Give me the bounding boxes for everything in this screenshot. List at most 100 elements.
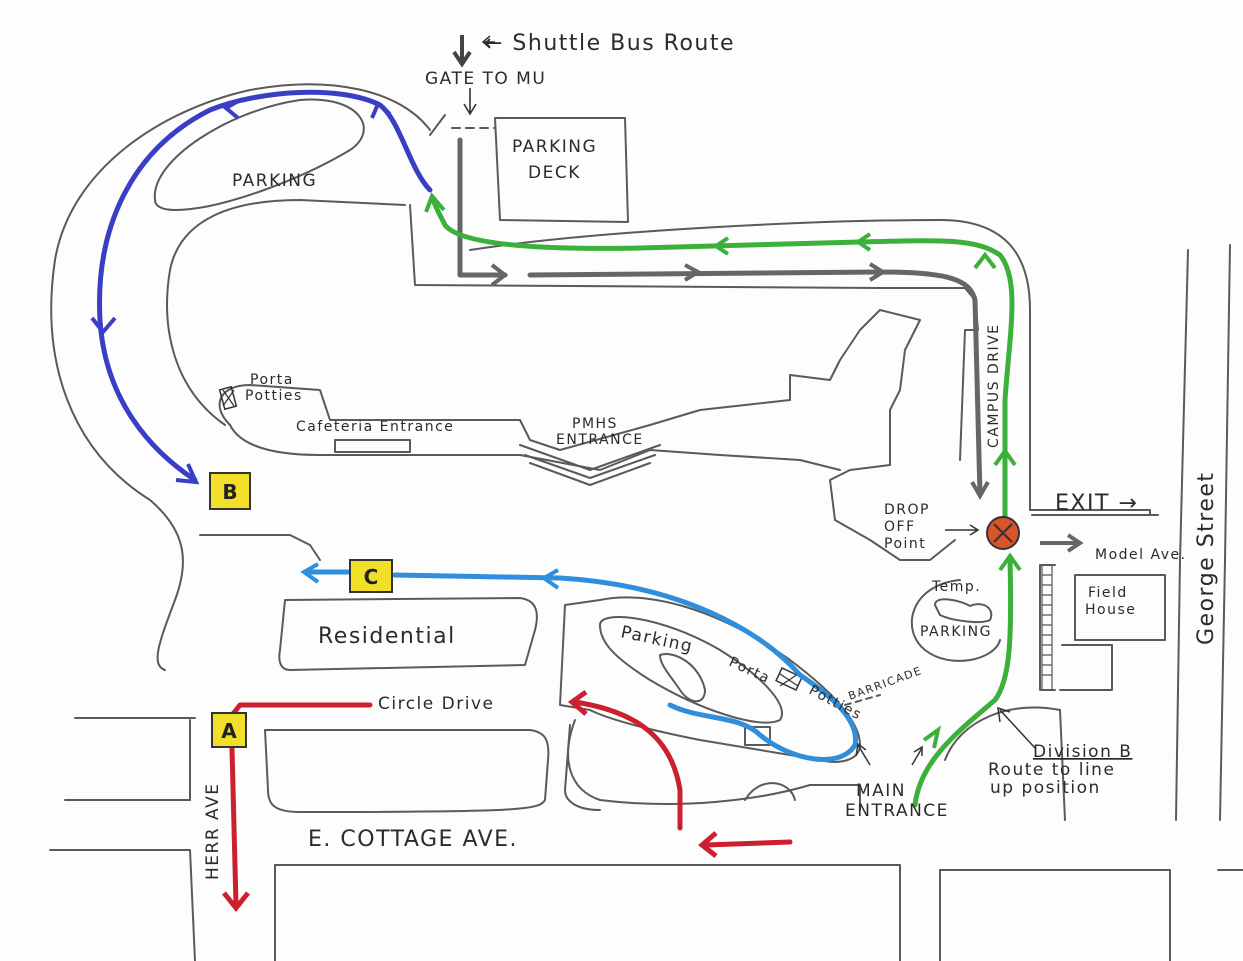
- temp-parking-label-2: PARKING: [920, 624, 992, 640]
- campus-drive-label: CAMPUS DRIVE: [986, 323, 1002, 448]
- exit-to-model-ave-head: [1066, 533, 1084, 553]
- lower-parking-label: Parking: [619, 622, 695, 657]
- residential-label: Residential: [318, 624, 456, 649]
- left-loop-road-outer: [50, 83, 431, 671]
- shuttle-route-gray-2: [527, 269, 983, 498]
- drop-off-label-3: Point: [884, 536, 926, 552]
- green-arrow-4: [854, 232, 872, 252]
- pmhs-chevron-3: [529, 462, 651, 486]
- temp-parking-area: [910, 579, 1001, 662]
- george-street-label: George Street: [1194, 471, 1219, 645]
- porta-potties-upper-label-2: Potties: [245, 388, 303, 404]
- herr-ave-label: HERR AVE: [203, 783, 223, 880]
- main-entrance-pointer: [855, 742, 871, 766]
- field-house-boundary: [1039, 564, 1056, 691]
- shuttle-bus-route-label: ← Shuttle Bus Route: [484, 31, 735, 56]
- cafeteria-entrance-label: Cafeteria Entrance: [296, 419, 454, 435]
- red-arrow-2: [567, 689, 588, 716]
- dark-blue-arrow-4: [175, 463, 200, 485]
- campus-drive-outer: [469, 219, 1151, 516]
- porta-potties-lower-label-1: Porta: [726, 654, 772, 687]
- shuttle-arrow-4: [970, 481, 990, 501]
- shuttle-route-gray: [457, 137, 508, 278]
- drop-off-label-2: OFF: [884, 519, 916, 535]
- porta-potties-upper-label-1: Porta: [250, 372, 294, 388]
- shuttle-arrow-3: [868, 262, 887, 282]
- field-house-annex: [1059, 644, 1113, 691]
- marker-a: A: [211, 712, 247, 748]
- fence-hatch: [1041, 565, 1053, 690]
- pmhs-label: PMHS: [572, 416, 618, 432]
- drive-loop-arch: [744, 782, 796, 801]
- school-building: [218, 309, 956, 561]
- shuttle-pointer: [481, 35, 495, 49]
- field-house-label-2: House: [1085, 602, 1136, 618]
- route-line-label-1: Route to line: [988, 760, 1115, 780]
- green-arrow-7: [922, 725, 942, 749]
- red-route-4: [229, 745, 239, 908]
- marker-b: B: [209, 472, 251, 510]
- routes: [90, 35, 1084, 913]
- base-map: [49, 83, 1243, 961]
- red-arrow-3: [222, 891, 250, 913]
- shuttle-arrow-2: [683, 263, 703, 282]
- main-entrance-label-2: ENTRANCE: [845, 801, 949, 821]
- lower-parking-lot: [559, 596, 861, 763]
- field-house: [1074, 574, 1166, 641]
- dark-blue-arrow-1: [370, 100, 392, 119]
- left-loop-road-inner: [166, 199, 406, 426]
- right-lower-road: [944, 706, 1066, 821]
- route-line-label-2: up position: [990, 778, 1101, 798]
- marker-b-label: B: [222, 480, 237, 504]
- gate-down-arrow-head: [452, 50, 472, 68]
- lower-parking-island: [659, 653, 706, 703]
- green-arrow-5: [712, 236, 730, 256]
- light-blue-arrow-1: [540, 568, 560, 590]
- gate-to-mu-label: GATE TO MU: [425, 69, 546, 89]
- upper-parking-oval: [153, 98, 365, 211]
- marker-c: C: [349, 559, 393, 593]
- school-front: [229, 424, 841, 471]
- block-south-2: [939, 869, 1171, 961]
- drop-off-pointer: [945, 524, 980, 536]
- dark-blue-arrow-3: [90, 316, 117, 336]
- gate-pointer: [463, 88, 477, 116]
- parking-deck-label-2: DECK: [528, 163, 581, 183]
- red-route: [702, 839, 793, 848]
- green-route: [912, 557, 1014, 808]
- residential-block: [278, 597, 538, 671]
- parking-deck-outline: [494, 117, 629, 223]
- drop-off-label-1: DROP: [884, 502, 930, 518]
- pmhs-chevron-1: [519, 444, 661, 471]
- green-arrow-1: [998, 552, 1022, 572]
- upper-parking-label: PARKING: [232, 171, 317, 191]
- block-south-1: [274, 864, 901, 961]
- pointers: [481, 35, 1036, 766]
- red-arrow-1: [698, 831, 718, 858]
- pmhs-entrance-label: ENTRANCE: [556, 432, 644, 448]
- cottage-ave-label: E. COTTAGE AVE.: [308, 827, 518, 852]
- field-house-label-1: Field: [1088, 585, 1128, 601]
- division-b-label: Division B: [1033, 742, 1132, 762]
- light-blue-arrow-2: [300, 562, 320, 584]
- barricade-line: [844, 694, 881, 706]
- red-route-2: [572, 699, 683, 831]
- red-route-3: [229, 702, 373, 718]
- cafeteria-door: [334, 439, 411, 453]
- barricade-label: BARRICADE: [847, 664, 924, 703]
- circle-drive-label: Circle Drive: [378, 694, 494, 714]
- temp-parking-oval: [934, 598, 993, 624]
- shuttle-arrow-1: [490, 263, 509, 287]
- exit-label: EXIT →: [1055, 491, 1138, 516]
- circle-drive-island: [264, 729, 550, 813]
- circle-drive-right-island: [564, 724, 601, 811]
- model-ave-label: Model Ave.: [1095, 547, 1187, 563]
- block-left: [49, 849, 196, 961]
- light-blue-route: [392, 572, 859, 762]
- gate-left-post: [429, 114, 446, 136]
- main-entrance-label-1: MAIN: [856, 781, 906, 801]
- lower-parking-inner-oval: [599, 616, 783, 724]
- drive-loop-left: [567, 719, 861, 811]
- parking-deck-label-1: PARKING: [512, 137, 597, 157]
